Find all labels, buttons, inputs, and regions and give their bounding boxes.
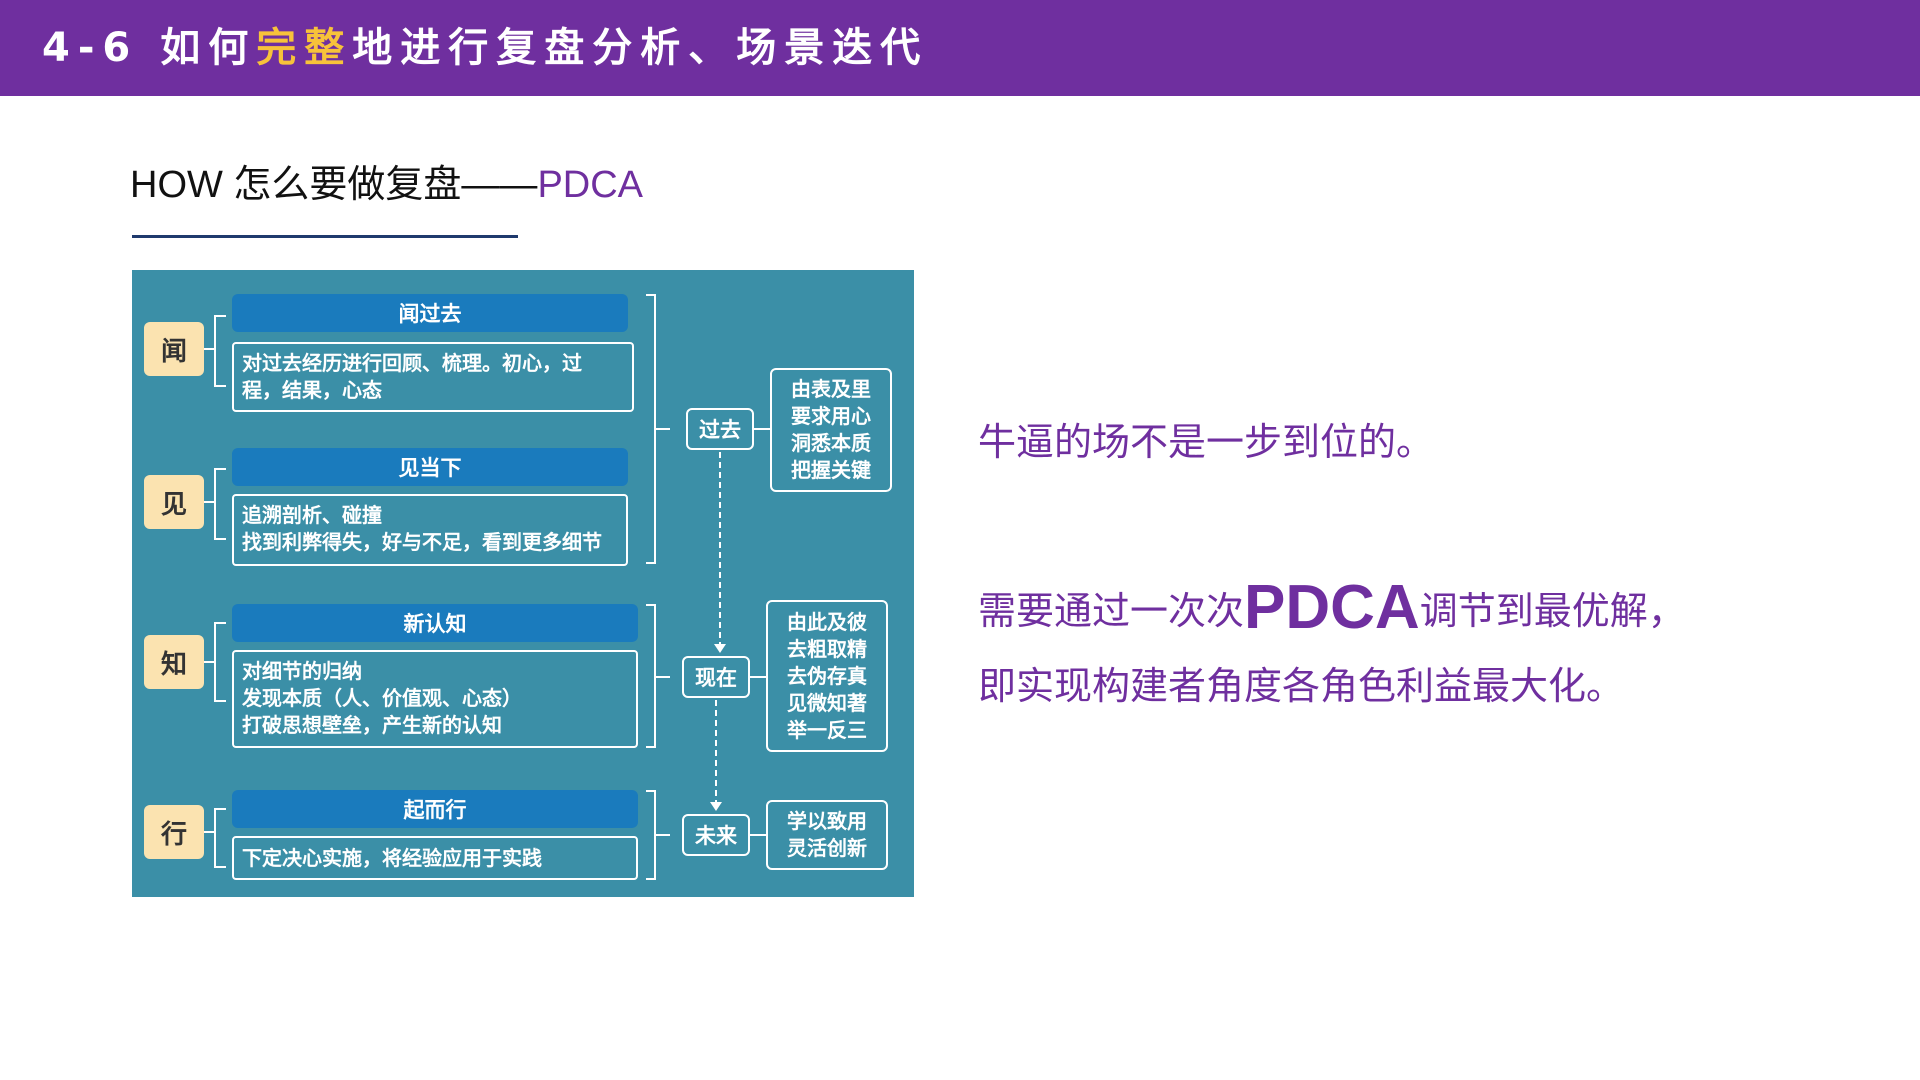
subtitle-underline [132,235,518,238]
statement-2-post: 调节到最优解， [1419,589,1686,633]
side-label-zhi: 知 [144,635,204,689]
desc-line: 对细节的归纳 [242,659,362,683]
summary-line: 举一反三 [787,717,867,742]
section-title-zhi: 新认知 [232,604,638,642]
timeline-past: 过去 [686,408,754,450]
summary-line: 洞悉本质 [791,431,871,455]
desc-line: 对过去经历进行回顾、梳理。初心，过 [242,351,582,375]
summary-past: 由表及里 要求用心 洞悉本质 把握关键 [770,368,892,492]
summary-line: 去伪存真 [787,663,867,688]
desc-line: 追溯剖析、碰撞 [242,503,382,527]
timeline-present: 现在 [682,656,750,698]
summary-line: 学以致用 [787,809,867,833]
summary-line: 把握关键 [791,458,871,482]
summary-present: 由此及彼 去粗取精 去伪存真 见微知著 举一反三 [766,600,888,752]
pdca-diagram-image: 闻 见 知 行 闻过去 对过去经历进行回顾、梳理。初心，过 程，结果，心态 见当… [132,270,914,897]
title-highlight: 完整 [256,25,353,71]
timeline-arrow [719,452,721,648]
side-label-wen: 闻 [144,322,204,376]
header-bar: 4-6 如何完整地进行复盘分析、场景迭代 [0,0,1920,96]
side-label-xing: 行 [144,805,204,859]
subtitle-text: HOW 怎么要做复盘—— [130,164,538,206]
section-desc-xing: 下定决心实施，将经验应用于实践 [232,836,638,880]
timeline-arrow [715,700,717,806]
subtitle-accent: PDCA [537,164,644,206]
section-subtitle: HOW 怎么要做复盘——PDCA [130,160,643,210]
statement-line-3: 即实现构建者角度各角色利益最大化。 [978,664,1625,708]
summary-line: 要求用心 [791,404,871,428]
section-desc-jian: 追溯剖析、碰撞 找到利弊得失，好与不足，看到更多细节 [232,494,628,566]
title-suffix: 地进行复盘分析、场景迭代 [352,25,929,71]
timeline-future: 未来 [682,814,750,856]
statement-2-pre: 需要通过一次次 [978,589,1245,633]
statement-2-pdca: PDCA [1244,573,1420,642]
desc-line: 找到利弊得失，好与不足，看到更多细节 [242,530,602,554]
section-title-xing: 起而行 [232,790,638,828]
section-desc-zhi: 对细节的归纳 发现本质（人、价值观、心态） 打破思想壁垒，产生新的认知 [232,650,638,748]
desc-line: 打破思想壁垒，产生新的认知 [242,713,502,737]
side-label-jian: 见 [144,475,204,529]
section-desc-wen: 对过去经历进行回顾、梳理。初心，过 程，结果，心态 [232,342,634,412]
page-title: 4-6 如何完整地进行复盘分析、场景迭代 [42,18,928,78]
summary-line: 去粗取精 [787,636,867,661]
desc-line: 程，结果，心态 [242,378,382,402]
statement-line-1: 牛逼的场不是一步到位的。 [978,420,1435,464]
summary-line: 灵活创新 [787,836,867,860]
desc-line: 发现本质（人、价值观、心态） [242,686,522,710]
summary-line: 见微知著 [787,690,867,715]
title-prefix: 4-6 如何 [42,25,257,71]
summary-line: 由此及彼 [787,609,867,634]
summary-line: 由表及里 [791,377,871,401]
section-title-wen: 闻过去 [232,294,628,332]
desc-line: 下定决心实施，将经验应用于实践 [242,846,542,870]
summary-future: 学以致用 灵活创新 [766,800,888,870]
section-title-jian: 见当下 [232,448,628,486]
statement-line-2: 需要通过一次次PDCA调节到最优解， [978,577,1686,641]
